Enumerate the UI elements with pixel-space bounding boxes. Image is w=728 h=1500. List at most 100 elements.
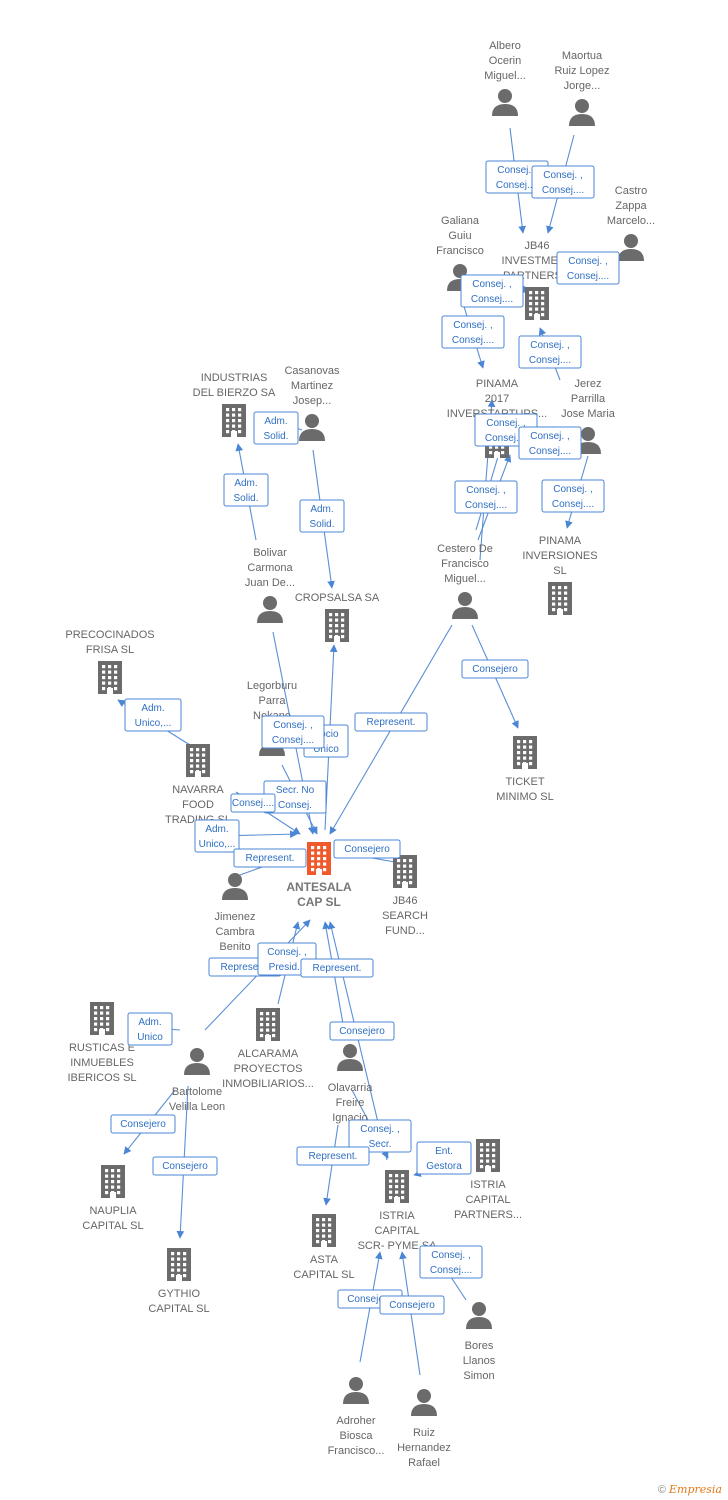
edge-label-e9[interactable]: Consej. ,Consej.... (454, 480, 518, 514)
building-icon (385, 1170, 409, 1203)
node-label: ANTESALA (286, 880, 352, 894)
edge-label-text: Consejero (389, 1300, 435, 1311)
node-label: Marcelo... (607, 215, 655, 227)
company-node-jb46search[interactable]: JB46SEARCHFUND... (382, 855, 428, 937)
edge-label-e30[interactable]: Consejero (152, 1156, 218, 1176)
node-label: Guiu (448, 230, 471, 242)
edge-label-e7[interactable]: Consej. ,Consej.... (541, 479, 605, 513)
node-label: Bores (465, 1340, 494, 1352)
edge-label-e10[interactable]: Consej. ,Consej.... (518, 426, 582, 460)
person-icon (466, 1302, 492, 1329)
edge-label-e36[interactable]: Consejero (379, 1295, 445, 1315)
edge-label-e26[interactable]: Represent. (300, 958, 374, 978)
person-node-casanovas[interactable]: CasanovasMartinezJosep... (284, 365, 340, 441)
edge-label-e27[interactable]: Consejero (329, 1021, 395, 1041)
node-label: Casanovas (284, 365, 340, 377)
node-label: Adroher (336, 1415, 375, 1427)
person-node-cestero[interactable]: Cestero DeFranciscoMiguel... (437, 543, 493, 619)
node-label: Freire (336, 1097, 365, 1109)
edge-label-e20[interactable]: Consej.... (230, 793, 276, 813)
edge-label-text: Consej. , (486, 418, 525, 429)
edge-label-e2[interactable]: Consej. ,Consej.... (531, 165, 595, 199)
person-node-adroher[interactable]: AdroherBioscaFrancisco... (328, 1377, 385, 1457)
edge-label-text: Consej. , (568, 256, 607, 267)
node-label: DEL BIERZO SA (193, 387, 276, 399)
edge-label-e31[interactable]: Consej. ,Secr. (348, 1119, 412, 1153)
edge-label-e12[interactable]: Represent. (354, 712, 428, 732)
person-icon (452, 592, 478, 619)
building-icon (325, 609, 349, 642)
edge-label-e6[interactable]: Consej. ,Consej.... (518, 335, 582, 369)
edge-label-text: Consej.... (471, 294, 513, 305)
node-label: ISTRIA (379, 1210, 415, 1222)
edge-label-text: Unico,... (135, 718, 172, 729)
node-label: Bartolome (172, 1086, 222, 1098)
edge-label-e3[interactable]: Consej. ,Consej.... (556, 251, 620, 285)
edge-label-e29[interactable]: Consejero (110, 1114, 176, 1134)
copyright-symbol: © (657, 1484, 666, 1496)
edge-label-e32[interactable]: Represent. (296, 1146, 370, 1166)
node-label: CAPITAL SL (82, 1220, 143, 1232)
edge-label-e13[interactable]: Adm.Solid. (253, 411, 299, 445)
edge-label-e23[interactable]: Consejero (333, 839, 401, 859)
company-node-cropsalsa[interactable]: CROPSALSA SA (295, 592, 380, 642)
brand-logo[interactable]: Empresia (669, 1483, 722, 1496)
edge-label-e4[interactable]: Consej. ,Consej.... (460, 274, 524, 308)
edge-label-e5[interactable]: Consej. ,Consej.... (441, 315, 505, 349)
node-label: CAPITAL SL (293, 1269, 354, 1281)
edge-label-e34[interactable]: Consej. ,Consej.... (419, 1245, 483, 1279)
person-node-castro[interactable]: CastroZappaMarcelo... (607, 185, 655, 261)
edge-label-text: Adm. (310, 504, 333, 515)
edge-label-e33[interactable]: Ent.Gestora (416, 1141, 472, 1175)
node-label: Francisco (436, 245, 484, 257)
edge-label-text: Adm. (264, 416, 287, 427)
edge-label-e22[interactable]: Represent. (233, 848, 307, 868)
node-label: IBERICOS SL (67, 1072, 136, 1084)
node-label: FOOD (182, 799, 214, 811)
edge-label-e28[interactable]: Adm.Unico (127, 1012, 173, 1046)
node-label: PINAMA (539, 535, 582, 547)
node-label: JB46 (392, 895, 417, 907)
node-label: Miguel... (444, 573, 486, 585)
edge-label-text: Consejero (344, 844, 390, 855)
edge-label-text: Represent. (367, 717, 416, 728)
edge-label-e14[interactable]: Adm.Solid. (223, 473, 269, 507)
edge-label-text: Consej.... (452, 335, 494, 346)
edge-label-e11[interactable]: Consejero (461, 659, 529, 679)
person-icon (184, 1048, 210, 1075)
edge-label-e15[interactable]: Adm.Solid. (299, 499, 345, 533)
building-icon (222, 404, 246, 437)
company-node-istriapart[interactable]: ISTRIACAPITALPARTNERS... (454, 1139, 522, 1221)
person-node-albero[interactable]: AlberoOcerinMiguel... (484, 40, 526, 116)
footer-credit: © Empresia (658, 1483, 722, 1496)
edge-label-e21[interactable]: Adm.Unico,... (194, 819, 240, 853)
node-label: Parra (259, 695, 287, 707)
node-label: Legorburu (247, 680, 297, 692)
person-icon (222, 873, 248, 900)
edge-label-e18[interactable]: Adm.Unico,... (124, 698, 182, 732)
company-node-alcarama[interactable]: ALCARAMAPROYECTOSINMOBILIARIOS... (222, 1008, 314, 1090)
edge-label-text: Consej.... (465, 500, 507, 511)
edge-label-e17[interactable]: Consej. ,Consej.... (261, 715, 325, 749)
node-label: Olavarria (328, 1082, 374, 1094)
